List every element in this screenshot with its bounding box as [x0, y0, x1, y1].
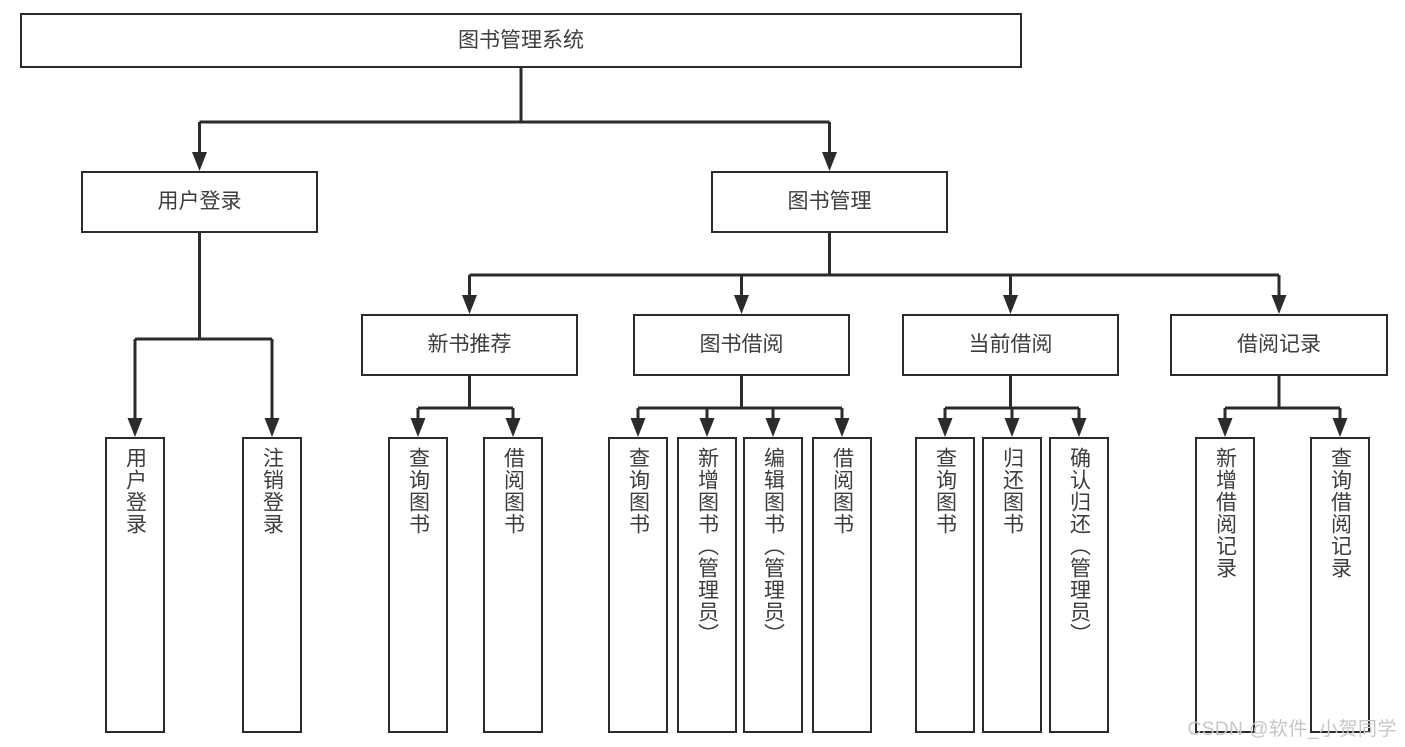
node-label: 注销登录	[260, 447, 284, 535]
node-label: 新增图书（管理员）	[695, 447, 719, 645]
node-book-manage[interactable]: 图书管理	[711, 171, 948, 233]
node-label: 查询图书	[406, 447, 430, 535]
node-leaf-borrow-book-1[interactable]: 借阅图书	[483, 437, 543, 733]
node-borrow-record[interactable]: 借阅记录	[1170, 314, 1388, 376]
node-label: 图书管理系统	[458, 28, 584, 52]
node-current-borrow[interactable]: 当前借阅	[902, 314, 1119, 376]
node-leaf-user-login[interactable]: 用户登录	[105, 437, 165, 733]
node-leaf-return-book[interactable]: 归还图书	[982, 437, 1042, 733]
node-label: 用户登录	[157, 190, 242, 214]
node-label: 新书推荐	[427, 333, 512, 357]
node-user-login[interactable]: 用户登录	[81, 171, 318, 233]
node-leaf-borrow-book-2[interactable]: 借阅图书	[812, 437, 872, 733]
node-label: 确认归还（管理员）	[1067, 447, 1091, 645]
node-leaf-query-book-1[interactable]: 查询图书	[388, 437, 448, 733]
node-leaf-add-book[interactable]: 新增图书（管理员）	[677, 437, 737, 733]
node-label: 新增借阅记录	[1213, 447, 1237, 579]
node-new-book-rec[interactable]: 新书推荐	[361, 314, 578, 376]
node-label: 用户登录	[123, 447, 147, 535]
node-root[interactable]: 图书管理系统	[20, 13, 1022, 68]
node-label: 当前借阅	[968, 333, 1053, 357]
node-leaf-query-book-2[interactable]: 查询图书	[608, 437, 668, 733]
node-label: 查询图书	[933, 447, 957, 535]
node-label: 借阅图书	[830, 447, 854, 535]
node-leaf-query-record[interactable]: 查询借阅记录	[1310, 437, 1370, 733]
node-label: 查询借阅记录	[1328, 447, 1352, 579]
node-label: 查询图书	[626, 447, 650, 535]
node-label: 编辑图书（管理员）	[761, 447, 785, 645]
node-leaf-add-record[interactable]: 新增借阅记录	[1195, 437, 1255, 733]
node-label: 图书管理	[787, 190, 872, 214]
node-leaf-logout[interactable]: 注销登录	[242, 437, 302, 733]
node-leaf-confirm-return[interactable]: 确认归还（管理员）	[1049, 437, 1109, 733]
node-leaf-query-book-3[interactable]: 查询图书	[915, 437, 975, 733]
node-label: 归还图书	[1000, 447, 1024, 535]
node-leaf-edit-book[interactable]: 编辑图书（管理员）	[743, 437, 803, 733]
node-label: 图书借阅	[699, 333, 784, 357]
node-label: 借阅图书	[501, 447, 525, 535]
node-book-borrow[interactable]: 图书借阅	[633, 314, 850, 376]
node-label: 借阅记录	[1237, 333, 1321, 357]
